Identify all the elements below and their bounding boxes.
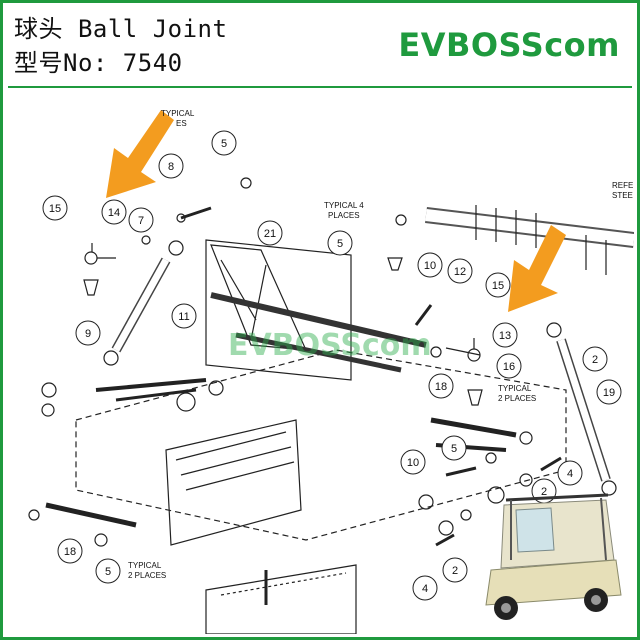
callout-10a [417, 252, 443, 278]
parts-diagram: EVBOSScom TYPICAL ES TYPICAL 4 PLACES TY… [28, 109, 634, 634]
callout-15a [42, 195, 68, 221]
callout-label: 14 [108, 207, 120, 219]
callout-7 [128, 207, 154, 233]
callout-8 [158, 153, 184, 179]
callout-5a [211, 130, 237, 156]
callout-label: 21 [264, 228, 276, 240]
callout-label: 11 [178, 311, 189, 323]
callout-label: 5 [451, 443, 457, 455]
callout-label: 7 [138, 215, 144, 227]
note-typical-top-2: ES [176, 119, 187, 128]
note-typical-2-bottom-2: 2 PLACES [128, 571, 166, 580]
watermark: EVBOSScom [228, 328, 432, 363]
callout-2a [582, 346, 608, 372]
model-number: 型号No: 7540 [14, 49, 183, 77]
callout-label: 8 [168, 161, 174, 173]
callout-label: 5 [221, 138, 227, 150]
callout-18a [428, 373, 454, 399]
callout-label: 2 [592, 354, 598, 366]
callout-label: 18 [64, 546, 76, 558]
callout-label: 13 [499, 330, 511, 342]
callout-label: 2 [541, 486, 547, 498]
brand-logo: EVBOSScom [398, 26, 620, 64]
callout-label: 10 [424, 260, 436, 272]
callout-18b [57, 538, 83, 564]
callout-label: 5 [105, 566, 111, 578]
callout-label: 12 [454, 266, 466, 278]
callout-15b [485, 272, 511, 298]
callout-19 [596, 379, 622, 405]
callout-label: 15 [492, 280, 504, 292]
callout-label: 4 [567, 468, 573, 480]
note-typical-2-right-1: TYPICAL [498, 384, 532, 393]
callout-16 [496, 353, 522, 379]
callout-labels: 5 8 15 14 7 21 5 10 12 15 11 9 13 16 2 1… [49, 138, 615, 595]
callout-label: 18 [435, 381, 447, 393]
callout-21 [257, 220, 283, 246]
callout-11 [171, 303, 197, 329]
callout-5c [441, 435, 467, 461]
note-ref-1: REFE [612, 181, 633, 190]
header-divider [8, 86, 632, 88]
callout-10b [400, 449, 426, 475]
orange-arrow-right-icon [508, 225, 566, 312]
callout-4b [412, 575, 438, 601]
callout-5d [95, 558, 121, 584]
golf-cart-image [485, 493, 622, 620]
callout-12 [447, 258, 473, 284]
callout-label: 2 [452, 565, 458, 577]
callout-label: 4 [422, 583, 428, 595]
callout-label: 15 [49, 203, 61, 215]
callout-label: 9 [85, 328, 91, 340]
product-title: 球头 Ball Joint [14, 15, 228, 43]
note-typical-4-2: PLACES [328, 211, 360, 220]
callout-label: 19 [603, 387, 615, 399]
orange-arrow-left-icon [106, 110, 174, 198]
callout-4a [557, 460, 583, 486]
note-typical-top: TYPICAL [161, 109, 195, 118]
note-typical-4-1: TYPICAL 4 [324, 201, 364, 210]
callout-13 [492, 322, 518, 348]
callout-2c [442, 557, 468, 583]
note-ref-2: STEE [612, 191, 633, 200]
callouts [42, 130, 622, 601]
callout-14 [101, 199, 127, 225]
note-typical-2-right-2: 2 PLACES [498, 394, 536, 403]
callout-label: 16 [503, 361, 515, 373]
callout-label: 10 [407, 457, 419, 469]
callout-label: 5 [337, 238, 343, 250]
callout-5b [327, 230, 353, 256]
callout-9 [75, 320, 101, 346]
note-typical-2-bottom-1: TYPICAL [128, 561, 162, 570]
header: 球头 Ball Joint 型号No: 7540 EVBOSScom [0, 0, 640, 82]
